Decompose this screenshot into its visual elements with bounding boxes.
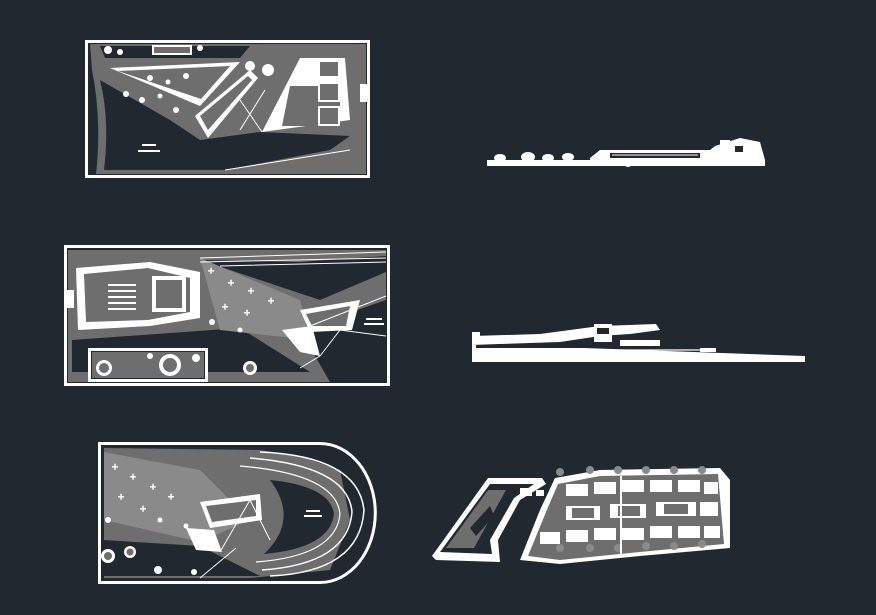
roof-plan-4[interactable] bbox=[432, 466, 730, 564]
section-2[interactable] bbox=[472, 324, 805, 362]
elevation-1[interactable] bbox=[487, 138, 765, 167]
floor-plan-3[interactable] bbox=[98, 442, 377, 584]
site-plan-1[interactable] bbox=[85, 40, 370, 178]
floor-plan-2[interactable] bbox=[64, 245, 390, 386]
